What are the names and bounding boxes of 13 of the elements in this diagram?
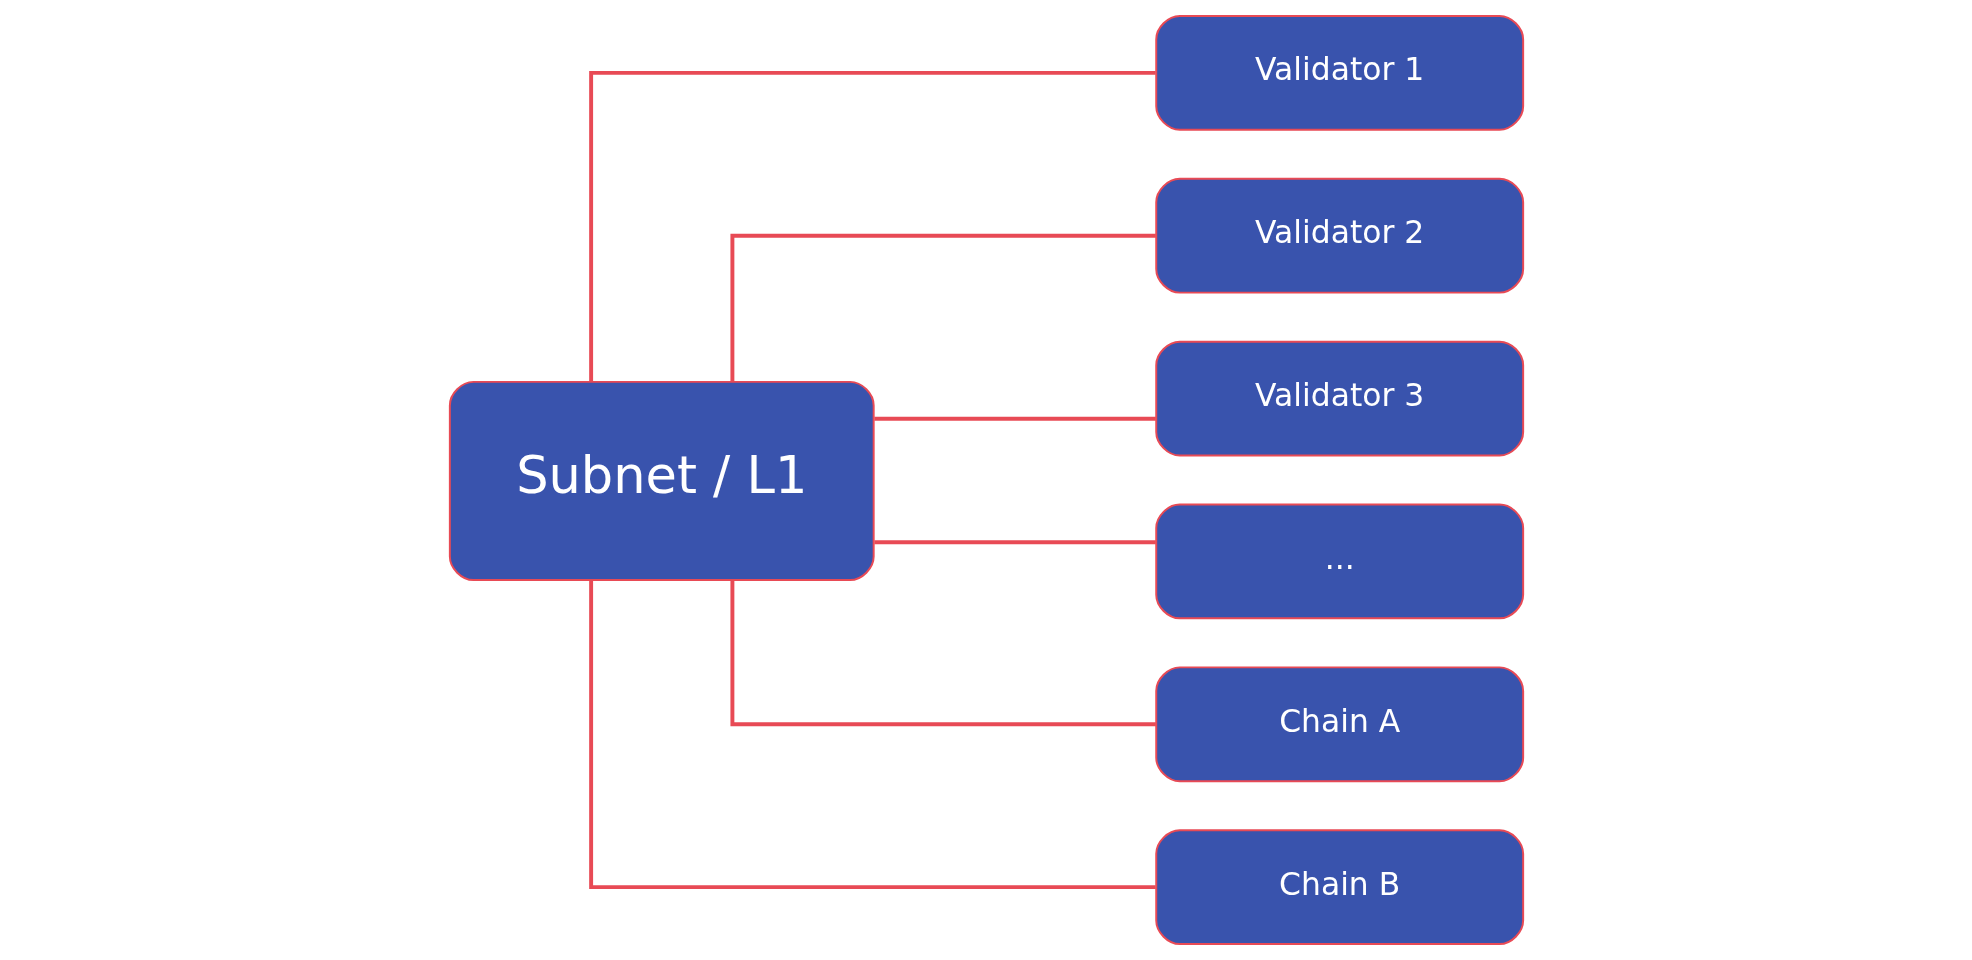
node-box: Validator 1 [1154,14,1524,131]
connector [873,416,1156,421]
node-box: Chain A [1154,666,1524,783]
connector [588,580,1156,890]
node-box: ... [1154,503,1524,620]
connector [873,540,1156,545]
connector [729,580,1156,727]
node-box: Subnet / L1 [448,380,875,582]
connector [588,70,1156,382]
node-box: Validator 3 [1154,340,1524,457]
node-box: Validator 2 [1154,177,1524,294]
connector [729,233,1156,382]
node-box: Chain B [1154,829,1524,946]
